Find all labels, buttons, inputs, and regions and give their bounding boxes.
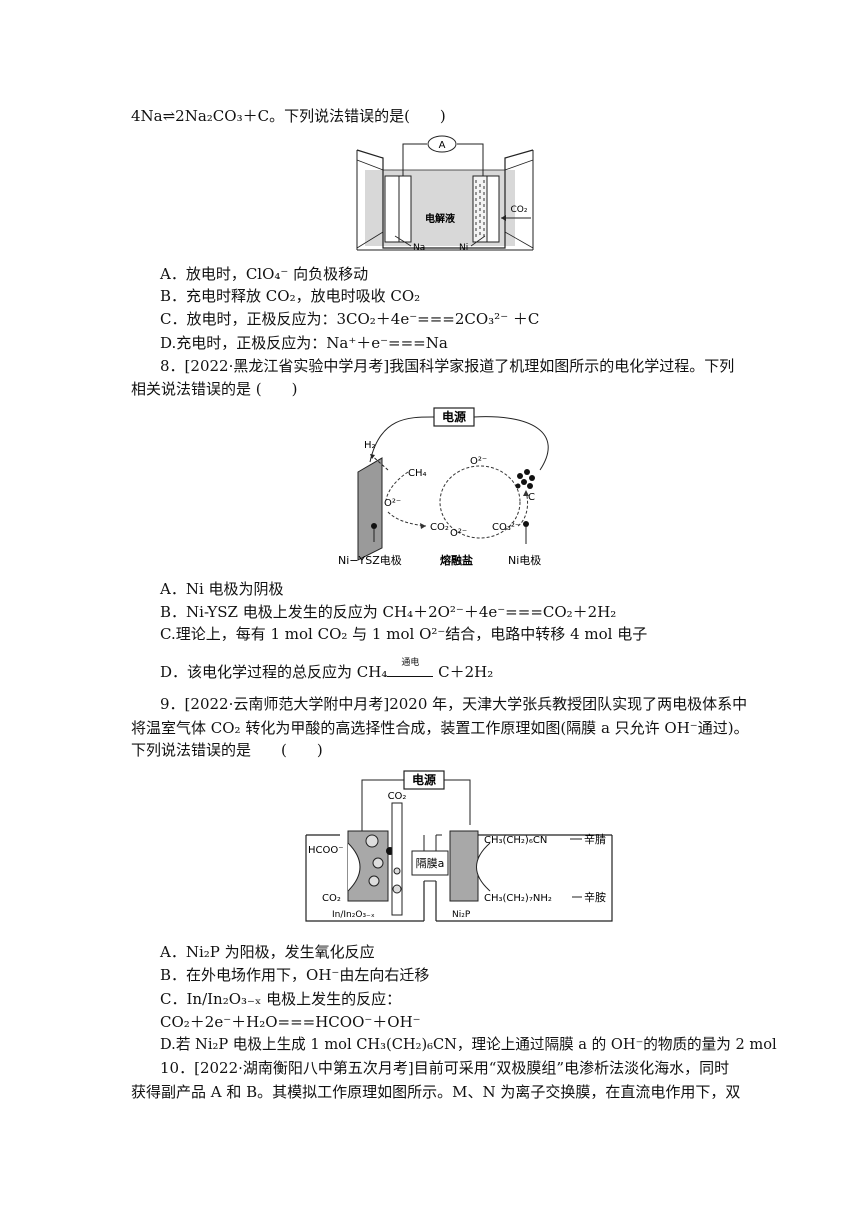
electrolysis-condition: 通电 (401, 658, 420, 668)
q8-option-d-product: C＋2H₂ (433, 663, 494, 681)
co2-left-label: CO₂ (322, 893, 341, 904)
q9-stem-line1: 9．[2022·云南师范大学附中月考]2020 年，天津大学张兵教授团队实现了两… (160, 695, 748, 713)
q7-option-b: B．充电时释放 CO₂，放电时吸收 CO₂ (160, 287, 421, 305)
q8-mechanism-figure: 电源 H₂ CH₄ O²⁻ CO₂ O²⁻ O²⁻ CO₃²⁻ C Ni−YSZ… (338, 407, 549, 567)
octanenitrile-formula: CH₃(CH₂)₆CN (484, 835, 547, 846)
q9-option-c-equation: CO₂＋2e⁻＋H₂O===HCOO⁻＋OH⁻ (160, 1013, 421, 1031)
h2-label: H₂ (364, 440, 376, 451)
q8-option-a: A．Ni 电极为阴极 (160, 580, 284, 598)
q10-stem-line2: 获得副产品 A 和 B。其模拟工作原理如图所示。M、N 为离子交换膜，在直流电作… (131, 1083, 741, 1101)
q7-stem-tail: 4Na⇌2Na₂CO₃＋C。下列说法错误的是( ) (131, 107, 446, 125)
formate-label: HCOO⁻ (308, 845, 344, 856)
ni-electrode-label: Ni电极 (508, 553, 541, 567)
q9-option-d: D.若 Ni₂P 电极上生成 1 mol CH₃(CH₂)₆CN，理论上通过隔膜… (160, 1036, 777, 1053)
q9-option-a: A．Ni₂P 为阳极，发生氧化反应 (160, 943, 375, 961)
q9-stem-line2: 将温室气体 CO₂ 转化为甲酸的高选择性合成，装置工作原理如图(隔膜 a 只允许… (131, 719, 749, 737)
ni-label: Ni (459, 243, 468, 253)
q8-option-c: C.理论上，每有 1 mol CO₂ 与 1 mol O²⁻结合，电路中转移 4… (160, 625, 648, 643)
q7-option-c: C．放电时，正极反应为：3CO₂＋4e⁻===2CO₃²⁻ ＋C (160, 310, 540, 328)
co3-label: CO₃²⁻ (492, 522, 520, 533)
molten-salt-label: 熔融盐 (440, 553, 473, 567)
q7-battery-figure: A 电解液 CO₂ Na Ni (356, 135, 534, 253)
q9-stem-line3: 下列说法错误的是 ( ) (131, 741, 323, 759)
na-label: Na (413, 243, 425, 253)
q9-option-c: C．In/In₂O₃₋ₓ 电极上发生的反应： (160, 990, 402, 1008)
o2-bottom-label: O²⁻ (450, 528, 467, 539)
q7-option-a: A．放电时，ClO₄⁻ 向负极移动 (160, 265, 369, 283)
octylamine-label: 辛胺 (584, 890, 606, 904)
o2-top-label: O²⁻ (470, 456, 487, 467)
q10-stem-line1: 10．[2022·湖南衡阳八中第五次月考]目前可采用“双极膜组”电渗析法淡化海水… (160, 1059, 730, 1077)
q8-stem-line1: 8．[2022·黑龙江省实验中学月考]我国科学家报道了机理如图所示的电化学过程。… (160, 357, 735, 375)
co2-label-fig8: CO₂ (430, 522, 449, 533)
co2-inlet-label: CO₂ (388, 791, 407, 802)
octylamine-formula: CH₃(CH₂)₇NH₂ (484, 893, 552, 904)
ch4-label: CH₄ (408, 468, 427, 479)
carbon-label: C (528, 492, 535, 503)
electrolyte-label: 电解液 (425, 212, 455, 225)
q8-option-b: B．Ni-YSZ 电极上发生的反应为 CH₄＋2O²⁻＋4e⁻===CO₂＋2H… (160, 603, 617, 621)
q8-option-d: D．该电化学过程的总反应为 CH₄ 通电 C＋2H₂ (160, 658, 494, 682)
o2-left-label: O²⁻ (384, 498, 401, 509)
q9-option-b: B．在外电场作用下，OH⁻由左向右迁移 (160, 966, 430, 984)
q8-option-d-text: D．该电化学过程的总反应为 CH₄ (160, 663, 388, 681)
in-electrode-label: In/In₂O₃₋ₓ (332, 910, 375, 920)
ni-ysz-electrode-label: Ni−YSZ电极 (338, 553, 402, 567)
octanenitrile-label: 辛腈 (584, 832, 606, 846)
q9-power-source-label: 电源 (412, 772, 436, 787)
q9-electrolysis-figure: 电源 隔膜a CO₂ HCOO⁻ CO₂ In/In₂O₃₋ₓ Ni₂P CH₃… (305, 770, 613, 922)
power-source-label: 电源 (442, 409, 466, 424)
ni2p-label: Ni₂P (452, 910, 471, 920)
membrane-label: 隔膜a (416, 857, 445, 870)
q8-stem-line2: 相关说法错误的是 ( ) (131, 380, 298, 398)
q7-option-d: D.充电时，正极反应为：Na⁺＋e⁻===Na (160, 334, 448, 352)
co2-label: CO₂ (511, 205, 528, 215)
ammeter-label: A (439, 140, 446, 151)
